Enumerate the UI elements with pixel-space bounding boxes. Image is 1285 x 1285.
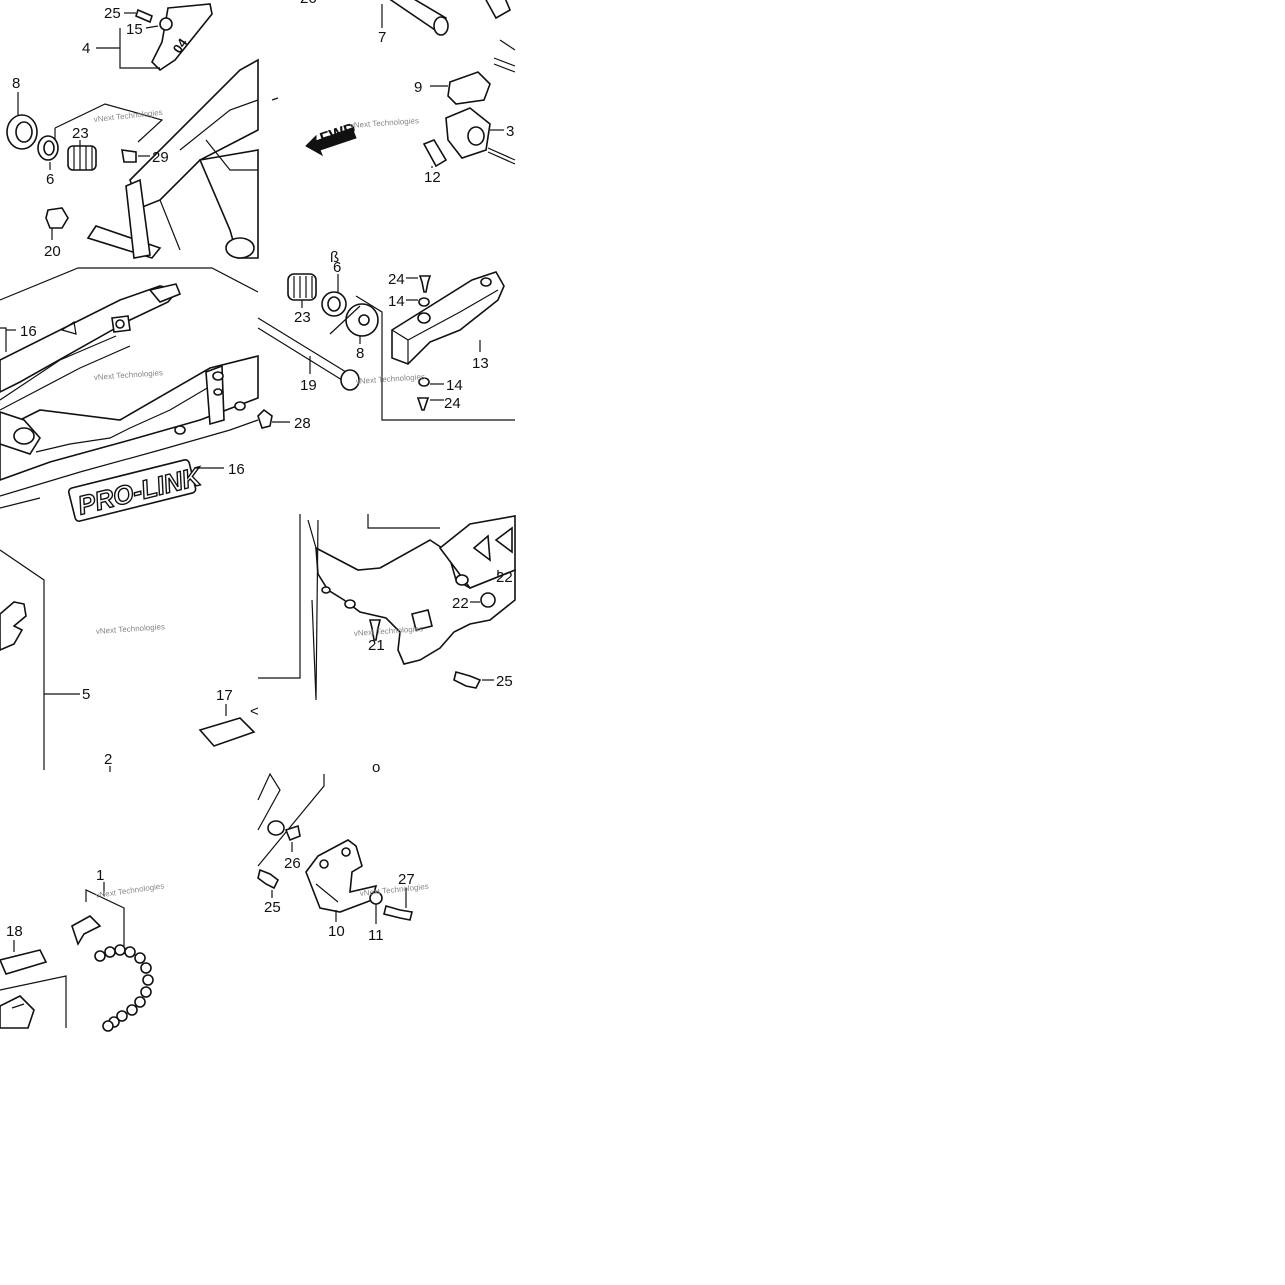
callout-8b: 8 <box>356 345 364 362</box>
callout-7: 7 <box>378 29 386 46</box>
pin-12 <box>422 139 448 168</box>
callout-11: 11 <box>368 927 384 944</box>
callout-16b: 16 <box>228 461 245 478</box>
callout-27: 27 <box>398 871 415 888</box>
pivot-bolt-19 <box>257 317 347 381</box>
swingarm-end-hook <box>0 601 27 651</box>
callout-21: 21 <box>368 637 385 654</box>
cap-20 <box>45 207 69 229</box>
swingarm-upper-arm <box>0 285 180 393</box>
bolt-25-bottom <box>257 868 280 890</box>
callout-25c: 25 <box>264 899 281 916</box>
callout-25: 25 <box>104 5 121 22</box>
callout-12: 12 <box>424 169 441 186</box>
callout-29: 29 <box>152 149 169 166</box>
svg-text:<: < <box>250 703 259 720</box>
decal-18 <box>0 949 48 975</box>
svg-text:vNext Technologies: vNext Technologies <box>96 622 166 636</box>
slider-block-9 <box>447 71 491 105</box>
callout-23: 23 <box>72 125 89 142</box>
callout-10: 10 <box>328 923 345 940</box>
grease-fitting-29 <box>121 149 137 163</box>
callout-3: 3 <box>506 123 514 140</box>
screw-24-top <box>418 275 432 293</box>
callout-9: 9 <box>414 79 422 96</box>
bolt-21 <box>368 619 382 641</box>
panel-pivot-hardware: ß 23 6 8 19 28 13 <box>257 249 515 432</box>
svg-text:PRO-LINK: PRO-LINK <box>75 460 206 520</box>
callout-22a: 22 <box>452 595 469 612</box>
svg-text:vNext Technologies: vNext Technologies <box>350 116 420 130</box>
callout-23b: 23 <box>294 309 311 326</box>
svg-text:26: 26 <box>300 0 317 7</box>
callout-2: 2 <box>104 751 112 768</box>
panel-drive-chain: 1 18 vNext Technologies <box>0 867 165 1032</box>
callout-20: 20 <box>44 243 61 260</box>
callout-19: 19 <box>300 377 317 394</box>
drive-chain <box>94 944 154 1032</box>
master-link <box>71 915 102 946</box>
nut-28 <box>257 408 273 429</box>
callout-6: 6 <box>46 171 54 188</box>
svg-text:vNext Technologies: vNext Technologies <box>356 372 426 386</box>
callout-25b: 25 <box>496 673 513 690</box>
panel-chain-guide: o 26 25 10 11 27 vNext Technologies <box>257 759 429 944</box>
callout-18: 18 <box>6 923 23 940</box>
collar-15 <box>159 17 173 31</box>
panel-axle-slider: 26 7 9 3 12 FWD vNext Technologies <box>271 0 516 186</box>
washer-26 <box>267 820 285 836</box>
callout-14a: 14 <box>388 293 405 310</box>
callout-24a: 24 <box>388 271 405 288</box>
callout-6b: 6 <box>333 259 341 276</box>
forward-arrow-icon <box>305 127 357 157</box>
bolt-25-mid <box>453 671 482 689</box>
screw-24-bottom <box>416 397 430 411</box>
bolt-25-top <box>135 8 153 24</box>
callout-16a: 16 <box>20 323 37 340</box>
svg-text:ß: ß <box>330 249 339 266</box>
callout-8: 8 <box>12 75 20 92</box>
axle-7 <box>389 0 448 34</box>
callout-4: 4 <box>82 40 90 57</box>
svg-text:vNext Technologies: vNext Technologies <box>359 882 429 898</box>
callout-26: 26 <box>284 855 301 872</box>
panel-swingarm-front: 04 25 15 4 <box>6 3 259 260</box>
guide-bracket-10 <box>305 839 378 913</box>
decal-17 <box>198 717 256 747</box>
callout-22b: 22 <box>496 569 513 586</box>
callout-28: 28 <box>294 415 311 432</box>
collar-22 <box>480 592 496 608</box>
callout-5: 5 <box>82 686 90 703</box>
chain-guide-plate <box>151 3 213 72</box>
panel-chain-case: 22 22 21 25 vNext Technologies <box>258 514 516 701</box>
panel-swingarm-main: PRO-LINK 16 16 vNext Technologies <box>0 267 259 522</box>
callout-13: 13 <box>472 355 489 372</box>
svg-text:o: o <box>372 759 380 776</box>
svg-text:vNext Technologies: vNext Technologies <box>94 368 164 382</box>
svg-text:vNext Technologies: vNext Technologies <box>95 881 165 900</box>
callout-17: 17 <box>216 687 233 704</box>
callout-14b: 14 <box>446 377 463 394</box>
callout-15: 15 <box>126 21 143 38</box>
collar-14-bottom <box>418 377 430 387</box>
callout-24b: 24 <box>444 395 461 412</box>
needle-bearing-23-left <box>67 145 97 171</box>
bolt-27 <box>383 905 413 921</box>
swingarm-lower-frame <box>0 354 259 481</box>
pro-link-decal: PRO-LINK <box>67 459 207 522</box>
callout-1: 1 <box>96 867 104 884</box>
collar-14-top <box>418 297 430 307</box>
panel-swingarm-rear: 5 17 < 2 vNext Technologies <box>0 549 259 772</box>
